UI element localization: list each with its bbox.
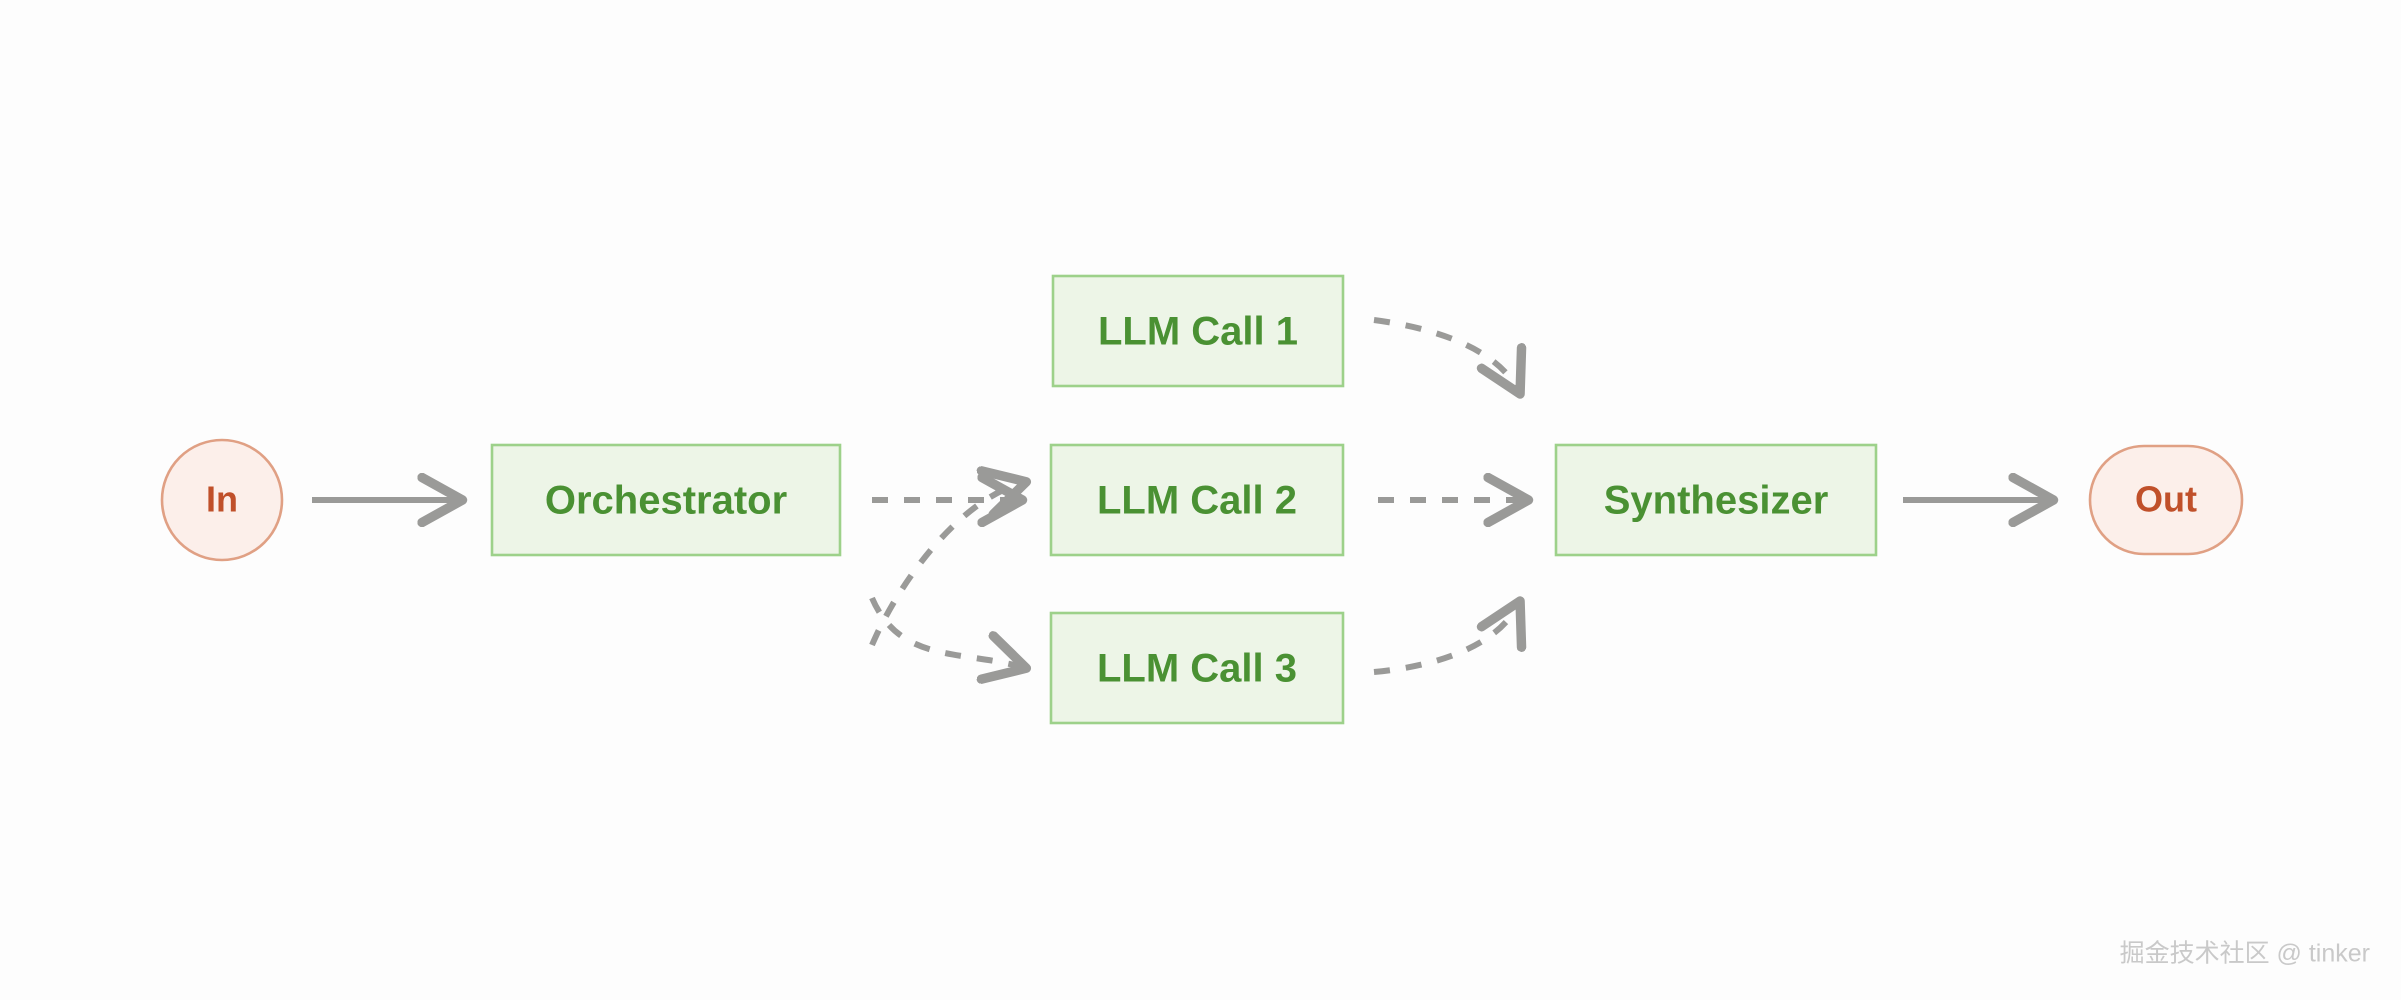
node-llm-call-2-shape: [1049, 443, 1345, 557]
node-llm-call-2[interactable]: LLM Call 2: [1049, 443, 1345, 557]
node-orchestrator-label: Orchestrator: [545, 479, 787, 523]
node-llm-call-3-shape: [1049, 611, 1345, 725]
node-in[interactable]: In: [160, 438, 284, 562]
node-orchestrator-shape: [490, 443, 842, 557]
node-llm-call-1[interactable]: LLM Call 1: [1051, 274, 1345, 388]
node-synthesizer[interactable]: Synthesizer: [1554, 443, 1878, 557]
node-out-shape: [2088, 444, 2244, 556]
node-out[interactable]: Out: [2088, 444, 2244, 556]
node-llm-call-3-label: LLM Call 3: [1097, 647, 1297, 691]
node-llm-call-3[interactable]: LLM Call 3: [1049, 611, 1345, 725]
node-orchestrator[interactable]: Orchestrator: [490, 443, 842, 557]
node-in-shape: [160, 438, 284, 562]
node-synthesizer-shape: [1554, 443, 1878, 557]
node-synthesizer-label: Synthesizer: [1604, 479, 1829, 523]
edge-orchestrator-to-llm3: [869, 596, 1022, 667]
node-out-label: Out: [2135, 479, 2197, 520]
node-llm-call-2-label: LLM Call 2: [1097, 479, 1297, 523]
node-in-label: In: [206, 479, 238, 520]
edge-llm3-to-synthesizer: [1373, 605, 1518, 675]
edge-llm1-to-synthesizer: [1373, 317, 1518, 390]
watermark: 掘金技术社区 @ tinker: [2120, 940, 2370, 968]
node-layer: In Orchestrator LLM Call 1 LLM Call 2 LL…: [160, 274, 2244, 725]
edge-layer: [312, 317, 2049, 675]
edge-orchestrator-to-llm1: [869, 483, 1022, 647]
node-llm-call-1-shape: [1051, 274, 1345, 388]
node-llm-call-1-label: LLM Call 1: [1098, 310, 1298, 354]
